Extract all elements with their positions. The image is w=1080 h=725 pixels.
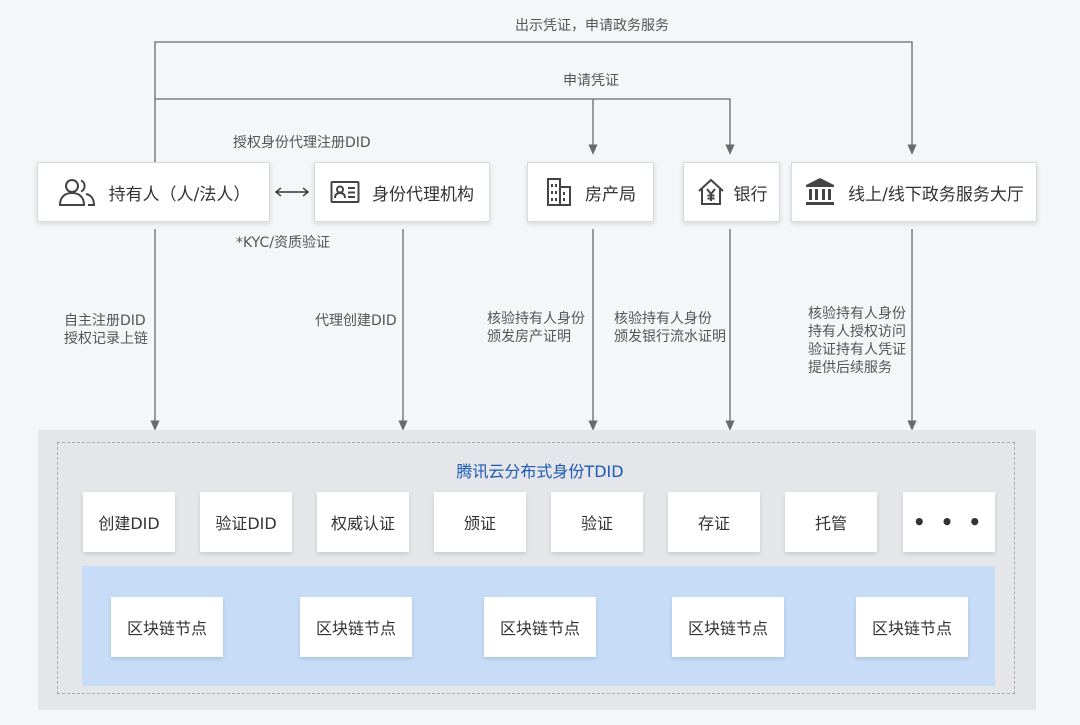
blockchain-node[interactable]: 区块链节点 xyxy=(856,597,968,657)
entity-bank-label: 银行 xyxy=(733,184,768,205)
government-building-icon xyxy=(804,177,836,207)
entity-holder[interactable]: 持有人（人/法人） xyxy=(37,162,270,222)
entity-holder-label: 持有人（人/法人） xyxy=(108,184,251,205)
label-housing-1: 核验持有人身份 xyxy=(487,311,585,327)
function-issue[interactable]: 颁证 xyxy=(434,492,526,552)
label-holder-flow: 自主注册DID 授权记录上链 xyxy=(64,312,148,348)
function-deposit[interactable]: 存证 xyxy=(668,492,760,552)
tdid-platform-border xyxy=(57,442,1015,694)
line-show-credential xyxy=(154,41,917,163)
function-authority-cert[interactable]: 权威认证 xyxy=(317,492,409,552)
double-arrow-icon xyxy=(274,187,310,197)
blockchain-node[interactable]: 区块链节点 xyxy=(484,597,596,657)
label-agency-flow: 代理创建DID xyxy=(315,312,397,330)
entity-gov-label: 线上/线下政务服务大厅 xyxy=(848,184,1024,205)
label-housing-2: 颁发房产证明 xyxy=(487,329,571,345)
entity-agency-label: 身份代理机构 xyxy=(372,184,474,205)
building-icon xyxy=(545,177,573,207)
label-show-credential: 出示凭证，申请政务服务 xyxy=(515,18,669,34)
label-authorize-agent: 授权身份代理注册DID xyxy=(233,135,371,151)
id-card-icon xyxy=(330,180,360,204)
function-custody[interactable]: 托管 xyxy=(785,492,877,552)
function-verify-did[interactable]: 验证DID xyxy=(200,492,292,552)
entity-bank[interactable]: 银行 xyxy=(683,162,780,222)
label-kyc: *KYC/资质验证 xyxy=(236,235,330,251)
entity-agency[interactable]: 身份代理机构 xyxy=(314,162,490,222)
blockchain-node[interactable]: 区块链节点 xyxy=(672,597,784,657)
function-more[interactable]: • • • xyxy=(903,492,995,552)
label-gov-4: 提供后续服务 xyxy=(808,360,892,376)
label-gov-1: 核验持有人身份 xyxy=(808,306,906,322)
platform-title: 腾讯云分布式身份TDID xyxy=(456,462,624,481)
line-apply-credential xyxy=(155,98,735,155)
label-agency-1: 代理创建DID xyxy=(315,313,397,329)
function-verify[interactable]: 验证 xyxy=(551,492,643,552)
label-bank-1: 核验持有人身份 xyxy=(614,311,712,327)
label-bank-2: 颁发银行流水证明 xyxy=(614,329,726,345)
label-gov-3: 验证持有人凭证 xyxy=(808,342,906,358)
label-holder-1: 自主注册DID xyxy=(64,313,146,329)
entity-housing-label: 房产局 xyxy=(585,184,636,205)
label-gov-flow: 核验持有人身份 持有人授权访问 验证持有人凭证 提供后续服务 xyxy=(808,305,906,377)
label-bank-flow: 核验持有人身份 颁发银行流水证明 xyxy=(614,310,726,346)
entity-gov[interactable]: 线上/线下政务服务大厅 xyxy=(791,162,1037,222)
label-gov-2: 持有人授权访问 xyxy=(808,324,906,340)
person-group-icon xyxy=(57,176,97,208)
label-holder-2: 授权记录上链 xyxy=(64,331,148,347)
function-create-did[interactable]: 创建DID xyxy=(83,492,175,552)
blockchain-node[interactable]: 区块链节点 xyxy=(300,597,412,657)
label-apply-credential: 申请凭证 xyxy=(563,73,619,89)
label-housing-flow: 核验持有人身份 颁发房产证明 xyxy=(487,310,585,346)
bank-yuan-icon xyxy=(696,177,726,207)
blockchain-node[interactable]: 区块链节点 xyxy=(111,597,223,657)
entity-housing[interactable]: 房产局 xyxy=(527,162,654,222)
